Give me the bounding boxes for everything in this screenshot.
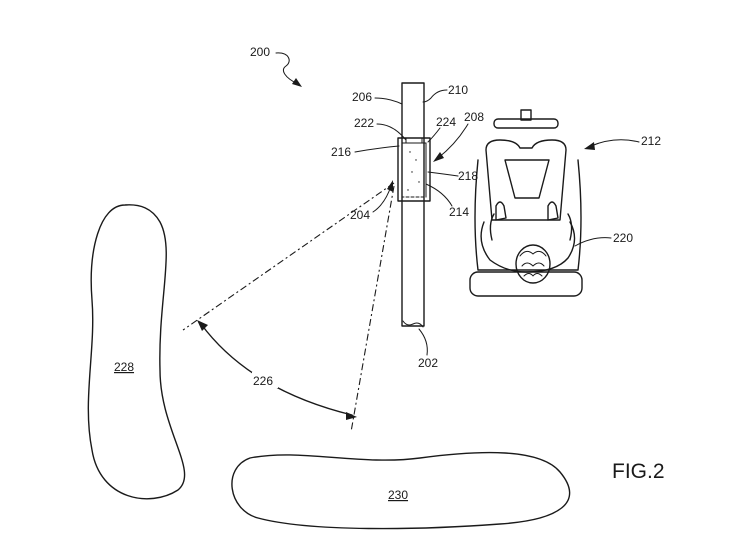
label-218: 218 <box>458 169 478 183</box>
label-220: 220 <box>613 231 633 245</box>
arrowhead-208 <box>433 152 444 162</box>
head <box>515 244 551 284</box>
label-226: 226 <box>253 374 273 388</box>
arrow-200 <box>275 52 299 85</box>
label-206: 206 <box>352 90 372 104</box>
torso <box>480 221 576 273</box>
label-202: 202 <box>418 356 438 370</box>
label-224: 224 <box>436 115 456 129</box>
label-210: 210 <box>448 83 468 97</box>
panel-202 <box>397 82 431 328</box>
legs <box>485 139 567 221</box>
panel-body <box>401 82 425 327</box>
fov-arc <box>200 323 353 416</box>
screen-outline <box>401 142 427 198</box>
leader-210 <box>422 89 448 103</box>
leader-224 <box>427 127 441 143</box>
fov-arrow-start <box>197 320 208 331</box>
leader-216 <box>354 145 400 153</box>
hair <box>519 250 547 277</box>
arrowhead-212 <box>584 142 595 150</box>
leader-214 <box>425 183 453 207</box>
leader-222 <box>376 123 407 141</box>
region-228: 228 <box>87 204 186 500</box>
label-212: 212 <box>641 134 661 148</box>
region-230-outline <box>231 451 571 530</box>
reference-200: 200 <box>250 45 302 87</box>
lap <box>504 159 550 199</box>
leader-208 <box>437 123 469 159</box>
left-hand <box>495 201 507 221</box>
label-228: 228 <box>114 360 134 374</box>
panel-break <box>402 320 424 328</box>
label-226-bg <box>252 372 278 388</box>
right-hand <box>547 201 559 221</box>
leader-206 <box>374 97 403 105</box>
label-214: 214 <box>449 205 469 219</box>
occupant-212 <box>469 109 583 297</box>
display-housing <box>397 137 431 202</box>
panel-labels: 206 210 222 216 224 208 218 214 204 202 <box>331 83 484 370</box>
label-208: 208 <box>464 110 484 124</box>
label-230: 230 <box>388 488 408 502</box>
figure-title: FIG.2 <box>612 460 665 483</box>
fov-line-upper <box>182 182 395 331</box>
label-200: 200 <box>250 45 270 59</box>
label-222: 222 <box>354 116 374 130</box>
left-arm <box>489 213 495 241</box>
leader-220 <box>574 237 612 247</box>
fov-line-lower <box>350 185 395 433</box>
region-228-outline <box>87 204 186 500</box>
label-204: 204 <box>350 208 370 222</box>
leader-204 <box>372 185 392 213</box>
seat-base <box>469 271 583 297</box>
steering-bar <box>493 118 559 129</box>
fov-arrow-end <box>346 412 357 420</box>
field-of-view-226: 226 <box>182 182 395 433</box>
seat-back <box>474 159 582 271</box>
leader-202 <box>418 328 428 356</box>
region-230: 230 <box>231 451 571 530</box>
camera-element-222 <box>405 137 423 144</box>
arrowhead-200 <box>292 78 302 87</box>
leader-212 <box>590 139 640 147</box>
leader-218 <box>427 171 459 177</box>
right-arm <box>567 213 573 241</box>
label-216: 216 <box>331 145 351 159</box>
steering-column <box>520 109 532 121</box>
occupant-labels: 212 220 <box>574 134 661 247</box>
screen-texture <box>407 151 420 191</box>
